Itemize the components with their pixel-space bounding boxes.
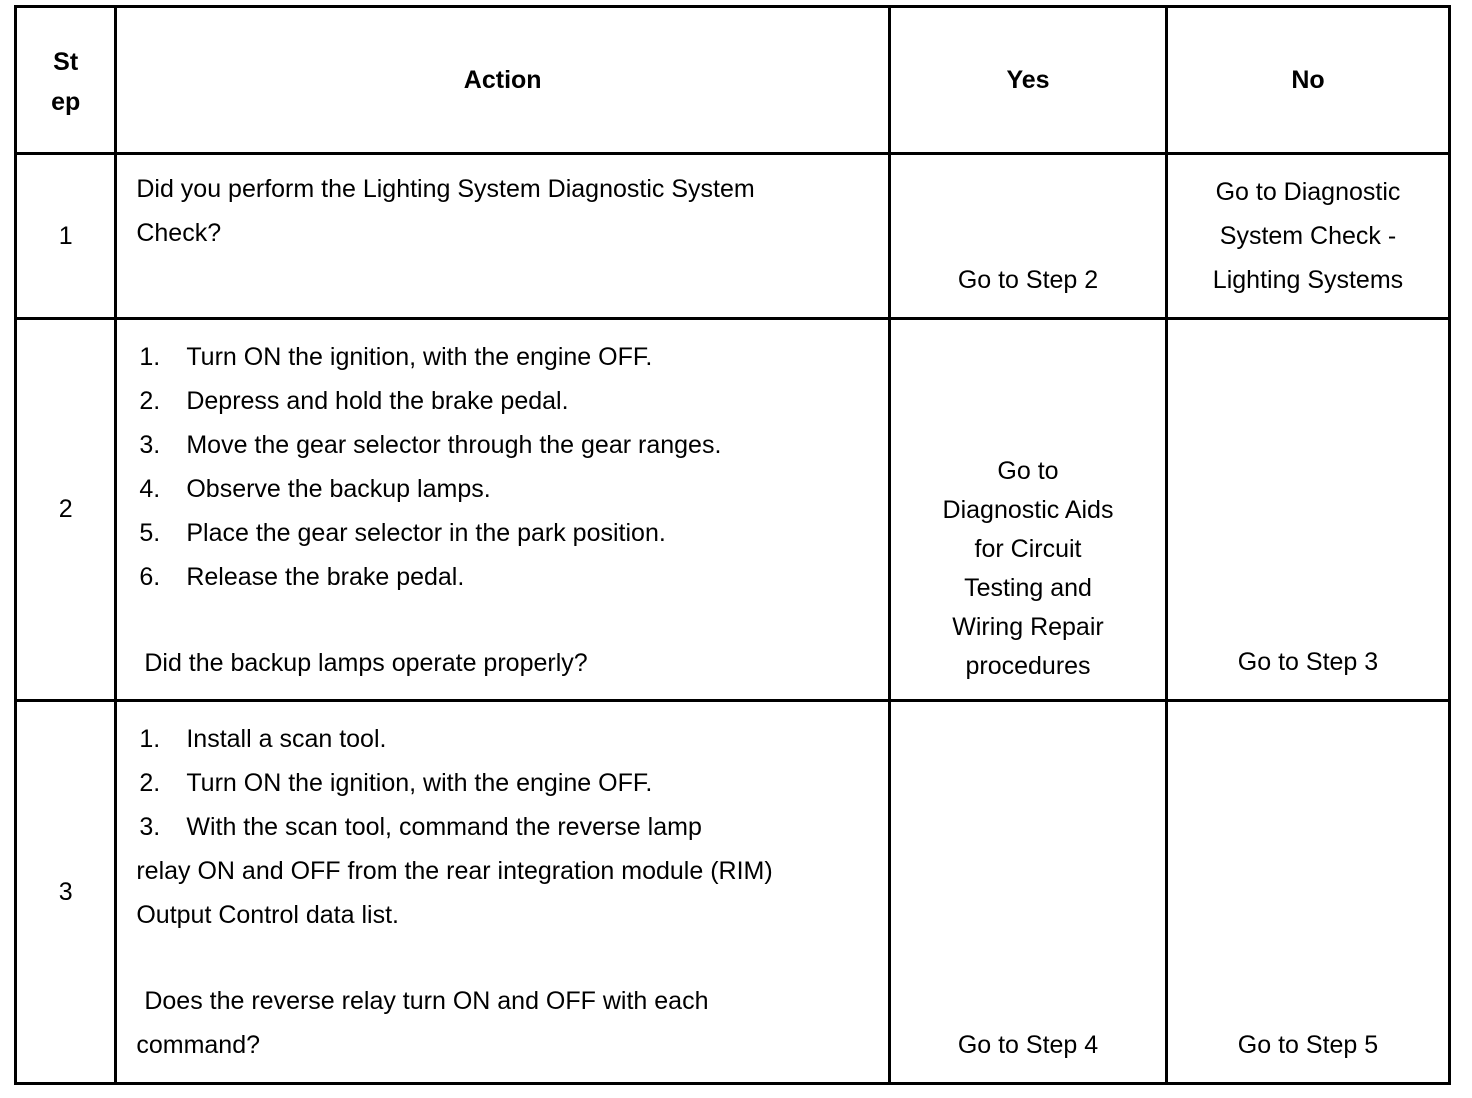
yes-line: Go to xyxy=(997,456,1059,485)
list-item: 1.Install a scan tool. xyxy=(139,725,387,754)
no-line: Go to Diagnostic xyxy=(1215,177,1401,206)
no-result: Go to Diagnostic System Check - Lighting… xyxy=(1164,152,1452,320)
list-item: 2.Depress and hold the brake pedal. xyxy=(139,386,569,415)
list-item: 6.Release the brake pedal. xyxy=(139,562,465,591)
yes-line: Wiring Repair xyxy=(952,612,1104,641)
action-question-cont: command? xyxy=(136,1031,261,1060)
step-number: 2 xyxy=(13,316,118,703)
yes-result: Go to Diagnostic Aids for Circuit Testin… xyxy=(888,316,1168,703)
action-cell: 1.Turn ON the ignition, with the engine … xyxy=(114,316,892,703)
yes-line: Diagnostic Aids xyxy=(942,495,1114,524)
table-row: 3 1.Install a scan tool. 2.Turn ON the i… xyxy=(13,699,1452,1085)
yes-line: Testing and xyxy=(964,573,1092,602)
action-steps-list: 1.Install a scan tool. 2.Turn ON the ign… xyxy=(136,717,868,849)
yes-result: Go to Step 2 xyxy=(888,152,1168,320)
action-cell: 1.Install a scan tool. 2.Turn ON the ign… xyxy=(114,699,892,1085)
action-question: Did the backup lamps operate properly? xyxy=(144,648,588,677)
header-action: Action xyxy=(114,4,892,156)
step-number: 3 xyxy=(13,699,118,1085)
action-text-continued: relay ON and OFF from the rear integrati… xyxy=(136,857,773,930)
yes-line: procedures xyxy=(965,651,1091,680)
header-step: St ep xyxy=(13,4,118,156)
header-step-line2: ep xyxy=(51,88,81,117)
yes-result: Go to Step 4 xyxy=(888,699,1168,1085)
no-result: Go to Step 3 xyxy=(1164,316,1452,703)
header-no: No xyxy=(1164,4,1452,156)
no-line: Lighting Systems xyxy=(1212,265,1404,294)
list-item: 5.Place the gear selector in the park po… xyxy=(139,518,666,547)
header-yes: Yes xyxy=(888,4,1168,156)
action-text: Did you perform the Lighting System Diag… xyxy=(136,175,755,248)
table-row: 2 1.Turn ON the ignition, with the engin… xyxy=(13,316,1452,703)
list-item: 3.With the scan tool, command the revers… xyxy=(139,813,702,842)
list-item: 3.Move the gear selector through the gea… xyxy=(139,430,722,459)
action-cell: Did you perform the Lighting System Diag… xyxy=(114,152,892,320)
yes-line: for Circuit xyxy=(974,534,1082,563)
list-item: 2.Turn ON the ignition, with the engine … xyxy=(139,769,653,798)
action-question: Does the reverse relay turn ON and OFF w… xyxy=(144,987,709,1016)
table-row: 1 Did you perform the Lighting System Di… xyxy=(13,152,1452,320)
table-header-row: St ep Action Yes No xyxy=(13,4,1452,156)
no-line: System Check - xyxy=(1219,221,1397,250)
list-item: 1.Turn ON the ignition, with the engine … xyxy=(139,342,653,371)
action-steps-list: 1.Turn ON the ignition, with the engine … xyxy=(136,335,868,599)
header-step-line1: St xyxy=(53,48,79,77)
step-number: 1 xyxy=(13,152,118,320)
list-item: 4.Observe the backup lamps. xyxy=(139,474,491,503)
diagnostic-table: St ep Action Yes No 1 Did you perform th… xyxy=(13,4,1452,1085)
no-result: Go to Step 5 xyxy=(1164,699,1452,1085)
